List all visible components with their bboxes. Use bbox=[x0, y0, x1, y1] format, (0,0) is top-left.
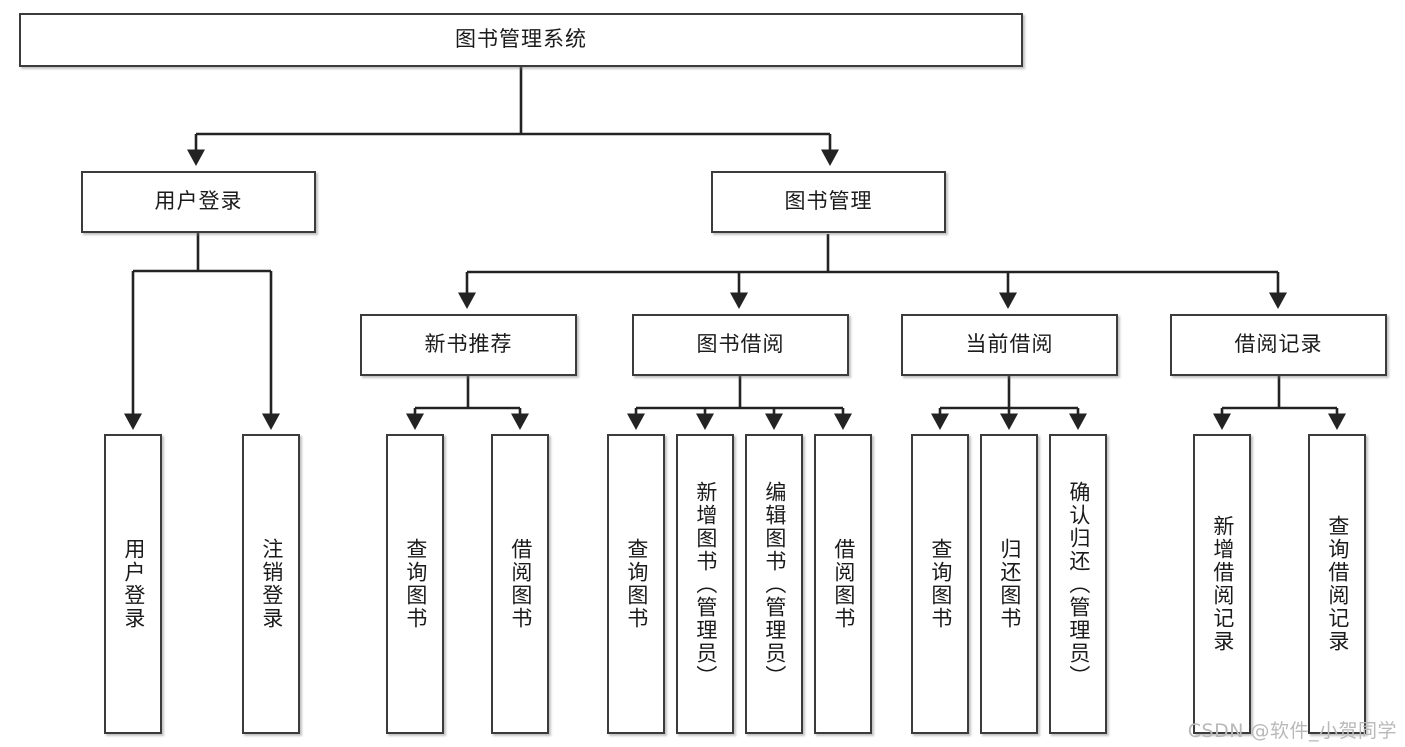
node-leaf-query-record[interactable]: 查询借阅记录 bbox=[1308, 434, 1366, 734]
node-leaf-user-login[interactable]: 用户登录 bbox=[104, 434, 162, 734]
node-current-borrow[interactable]: 当前借阅 bbox=[901, 314, 1118, 376]
node-leaf-query-book-3[interactable]: 查询图书 bbox=[911, 434, 969, 734]
node-user-login[interactable]: 用户登录 bbox=[81, 171, 316, 233]
node-leaf-add-book[interactable]: 新增图书（管理员） bbox=[676, 434, 734, 734]
node-new-book-recommend[interactable]: 新书推荐 bbox=[360, 314, 577, 376]
node-borrow-record-label: 借阅记录 bbox=[1234, 332, 1323, 357]
node-leaf-add-record[interactable]: 新增借阅记录 bbox=[1193, 434, 1251, 734]
node-leaf-confirm-return-label: 确认归还（管理员） bbox=[1066, 480, 1091, 688]
node-book-manage[interactable]: 图书管理 bbox=[711, 171, 946, 233]
node-borrow-record[interactable]: 借阅记录 bbox=[1170, 314, 1387, 376]
node-leaf-add-record-label: 新增借阅记录 bbox=[1210, 515, 1235, 653]
node-leaf-query-book-3-label: 查询图书 bbox=[928, 538, 953, 630]
node-leaf-edit-book[interactable]: 编辑图书（管理员） bbox=[745, 434, 803, 734]
node-leaf-confirm-return[interactable]: 确认归还（管理员） bbox=[1049, 434, 1107, 734]
node-book-borrow-label: 图书借阅 bbox=[696, 332, 785, 357]
node-leaf-query-book-1[interactable]: 查询图书 bbox=[386, 434, 444, 734]
node-leaf-return-book-label: 归还图书 bbox=[997, 538, 1022, 630]
node-leaf-add-book-label: 新增图书（管理员） bbox=[693, 480, 718, 688]
node-leaf-query-book-2[interactable]: 查询图书 bbox=[607, 434, 665, 734]
node-leaf-borrow-book-1-label: 借阅图书 bbox=[508, 538, 533, 630]
node-leaf-user-logout-label: 注销登录 bbox=[259, 538, 284, 630]
node-leaf-user-login-label: 用户登录 bbox=[121, 538, 146, 630]
node-root[interactable]: 图书管理系统 bbox=[19, 13, 1023, 67]
node-leaf-borrow-book-2-label: 借阅图书 bbox=[831, 538, 856, 630]
node-root-label: 图书管理系统 bbox=[455, 27, 587, 52]
node-leaf-query-book-2-label: 查询图书 bbox=[624, 538, 649, 630]
node-leaf-user-logout[interactable]: 注销登录 bbox=[242, 434, 300, 734]
node-leaf-query-book-1-label: 查询图书 bbox=[403, 538, 428, 630]
node-user-login-label: 用户登录 bbox=[154, 189, 243, 214]
node-leaf-edit-book-label: 编辑图书（管理员） bbox=[762, 480, 787, 688]
node-book-manage-label: 图书管理 bbox=[784, 189, 873, 214]
node-leaf-borrow-book-1[interactable]: 借阅图书 bbox=[491, 434, 549, 734]
node-leaf-borrow-book-2[interactable]: 借阅图书 bbox=[814, 434, 872, 734]
node-leaf-return-book[interactable]: 归还图书 bbox=[980, 434, 1038, 734]
node-leaf-query-record-label: 查询借阅记录 bbox=[1325, 515, 1350, 653]
node-new-book-recommend-label: 新书推荐 bbox=[424, 332, 513, 357]
node-book-borrow[interactable]: 图书借阅 bbox=[632, 314, 849, 376]
watermark-text: CSDN @软件_小贺同学 bbox=[1187, 720, 1397, 742]
node-current-borrow-label: 当前借阅 bbox=[965, 332, 1054, 357]
